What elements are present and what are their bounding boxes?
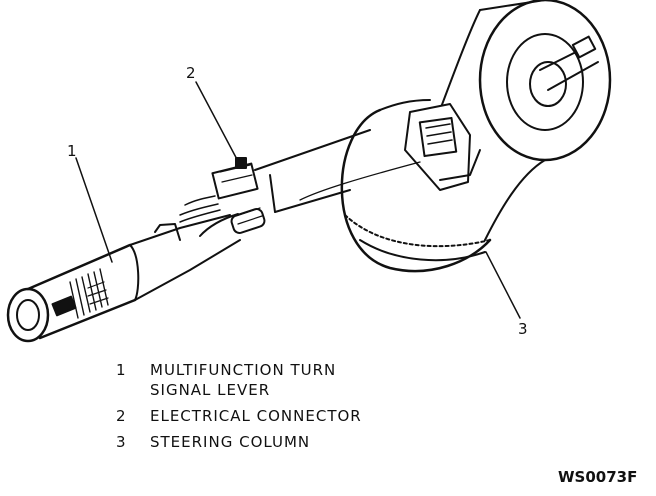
column-shaft-drawing [254,129,421,213]
legend-item: 3 STEERING COLUMN [116,432,362,452]
leader-lines [75,81,521,319]
legend-label: STEERING COLUMN [150,433,311,451]
steering-column-drawing [340,0,612,273]
leader-line-3 [485,251,521,319]
callout-number-1: 1 [67,142,77,160]
legend-number: 1 [116,361,127,379]
electrical-connector-drawing [179,157,266,234]
leader-line-2 [195,81,241,166]
legend-number: 3 [116,433,127,451]
legend-item: 2 ELECTRICAL CONNECTOR [116,406,362,426]
callout-number-3: 3 [518,320,528,338]
legend-label: MULTIFUNCTION TURN SIGNAL LEVER [150,361,337,399]
legend: 1 MULTIFUNCTION TURN SIGNAL LEVER 2 ELEC… [116,360,362,458]
callout-number-2: 2 [186,64,196,82]
legend-label: ELECTRICAL CONNECTOR [150,407,362,425]
turn-signal-lever-drawing [6,213,241,343]
legend-number: 2 [116,407,127,425]
leader-line-1 [75,157,113,263]
figure-code: WS0073F [558,468,638,486]
legend-item: 1 MULTIFUNCTION TURN SIGNAL LEVER [116,360,362,400]
